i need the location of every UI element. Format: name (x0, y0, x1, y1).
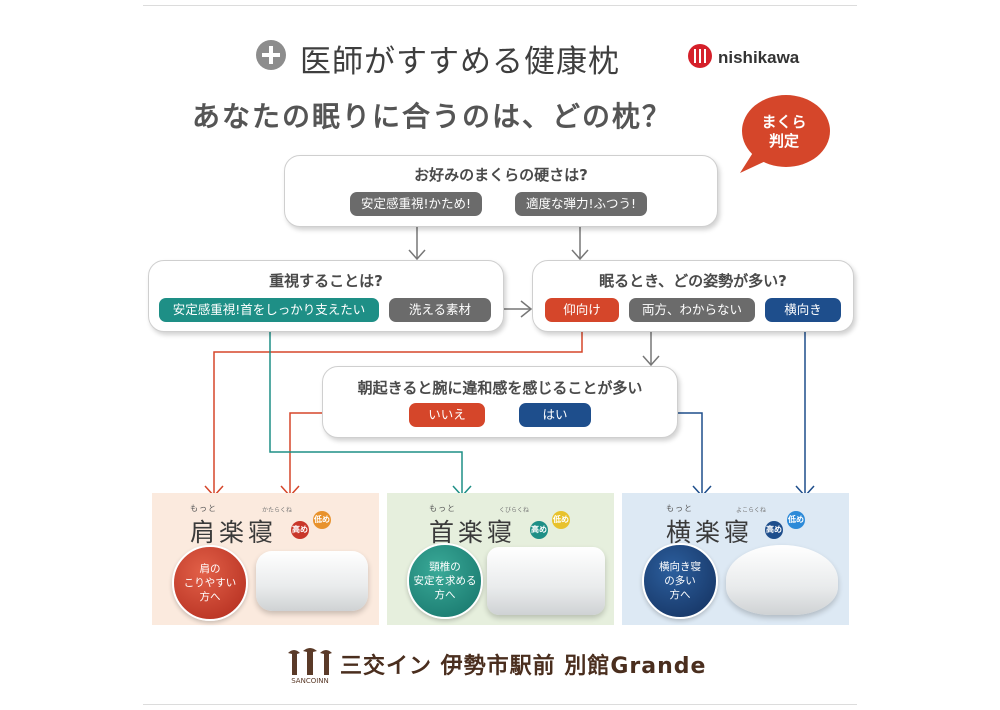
pillow-image (256, 551, 368, 611)
product-card-yokorakune[interactable]: もっと よこらくね 横楽寝 高め 低め 横向き寝 の多い 方へ (622, 493, 849, 625)
option-supine[interactable]: 仰向け (545, 298, 619, 322)
product-description: 肩の こりやすい 方へ (172, 545, 248, 621)
option-neck-support[interactable]: 安定感重視!首をしっかり支えたい (159, 298, 379, 322)
option-both[interactable]: 両方、わからない (629, 298, 755, 322)
badge-high: 高め (291, 521, 309, 539)
question-box-arm: 朝起きると腕に違和感を感じることが多い いいえ はい (322, 366, 678, 438)
sancoinn-logo-icon (288, 648, 332, 675)
badge-high: 高め (765, 521, 783, 539)
product-name: 首楽寝 (429, 518, 517, 547)
product-card-katarakune[interactable]: もっと かたらくね 肩楽寝 高め 低め 肩の こりやすい 方へ (152, 493, 379, 625)
option-medium[interactable]: 適度な弾力!ふつう! (515, 192, 647, 216)
option-firm[interactable]: 安定感重視!かため! (350, 192, 482, 216)
question-posture: 眠るとき、どの姿勢が多い? (599, 272, 787, 290)
question-box-firmness: お好みのまくらの硬さは? 安定感重視!かため! 適度な弾力!ふつう! (284, 155, 718, 227)
bottom-divider (143, 704, 857, 705)
product-description: 頸椎の 安定を求める 方へ (407, 543, 483, 619)
medical-cross-icon (256, 40, 286, 70)
brand-name: nishikawa (718, 48, 800, 67)
top-divider (143, 5, 857, 6)
question-box-priority: 重視することは? 安定感重視!首をしっかり支えたい 洗える素材 (148, 260, 504, 332)
product-small-ruby: よこらくね (736, 507, 767, 514)
product-card-kubirakune[interactable]: もっと くびらくね 首楽寝 高め 低め 頸椎の 安定を求める 方へ (387, 493, 614, 625)
option-yes[interactable]: はい (519, 403, 591, 427)
logo-caption: SANCOINN (291, 677, 329, 685)
pillow-image (726, 545, 838, 615)
option-washable[interactable]: 洗える素材 (389, 298, 491, 322)
pillow-image (487, 547, 605, 615)
product-description: 横向き寝 の多い 方へ (642, 543, 718, 619)
speech-bubble-icon (740, 95, 830, 173)
badge-low: 低め (552, 511, 570, 529)
product-ruby: もっと (429, 504, 456, 513)
product-small-ruby: くびらくね (499, 507, 530, 514)
option-side[interactable]: 横向き (765, 298, 841, 322)
question-firmness: お好みのまくらの硬さは? (414, 166, 588, 184)
badge-high: 高め (530, 521, 548, 539)
product-ruby: もっと (666, 504, 693, 513)
product-ruby: もっと (190, 504, 217, 513)
page-title: 医師がすすめる健康枕 (300, 44, 620, 80)
hotel-name: 三交イン 伊勢市駅前 別館Grande (340, 654, 707, 679)
question-priority: 重視することは? (269, 272, 383, 290)
question-arm: 朝起きると腕に違和感を感じることが多い (357, 379, 643, 397)
badge-low: 低め (787, 511, 805, 529)
badge-low: 低め (313, 511, 331, 529)
page-subtitle: あなたの眠りに合うのは、どの枕？ (192, 100, 673, 133)
product-name: 肩楽寝 (190, 518, 278, 547)
product-small-ruby: かたらくね (262, 507, 293, 514)
nishikawa-logo-icon (688, 44, 712, 68)
question-box-posture: 眠るとき、どの姿勢が多い? 仰向け 両方、わからない 横向き (532, 260, 854, 332)
product-name: 横楽寝 (666, 518, 754, 547)
option-no[interactable]: いいえ (409, 403, 485, 427)
judge-badge: まくら 判定 (761, 113, 807, 150)
